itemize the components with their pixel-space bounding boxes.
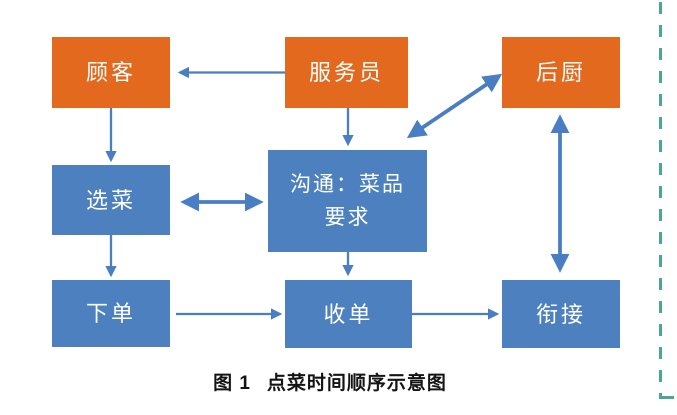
node-customer-label: 顾客: [85, 60, 136, 85]
node-communicate-label-line2: 要求: [324, 205, 371, 229]
node-place-order: 下单: [52, 280, 170, 347]
figure-caption-title: 点菜时间顺序示意图: [266, 373, 447, 394]
node-kitchen-label: 后厨: [535, 60, 586, 85]
arrow-communicate-kitchen-two-way: [406, 73, 503, 139]
node-receive-order: 收单: [285, 280, 412, 348]
figure-caption: 图 1 点菜时间顺序示意图: [0, 368, 660, 395]
node-place-order-label: 下单: [85, 301, 136, 326]
node-kitchen: 后厨: [502, 37, 620, 108]
figure-caption-label: 图 1: [213, 373, 251, 394]
node-waiter: 服务员: [285, 37, 408, 108]
node-waiter-label: 服务员: [308, 60, 384, 85]
node-receive-order-label: 收单: [323, 301, 374, 327]
node-communicate: 沟通：菜品 要求: [268, 150, 427, 252]
node-handover: 衔接: [502, 280, 620, 348]
node-choose-dish-label: 选菜: [85, 187, 136, 213]
node-choose-dish: 选菜: [52, 165, 170, 235]
node-customer: 顾客: [52, 37, 170, 108]
node-handover-label: 衔接: [535, 301, 586, 327]
node-communicate-label-line1: 沟通：菜品: [290, 172, 405, 197]
